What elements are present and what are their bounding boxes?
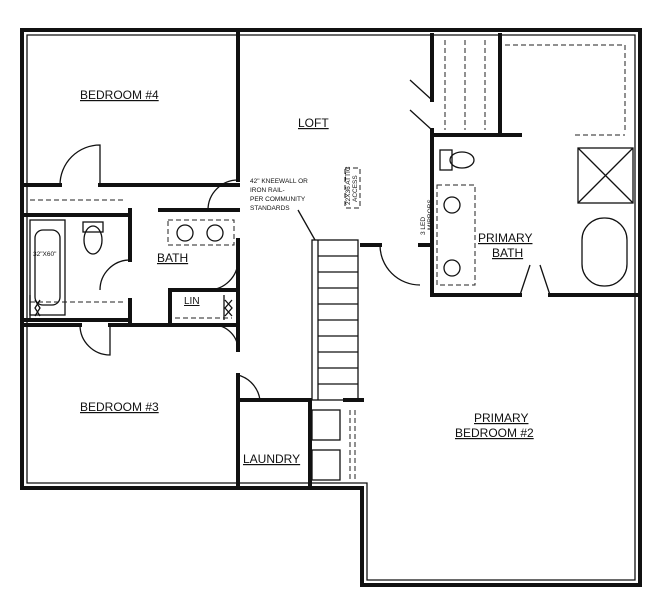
- dryer: [311, 449, 341, 481]
- label-bedroom-3: BEDROOM #3: [80, 400, 159, 414]
- kneewall-note-1: 42" KNEEWALL OR: [250, 178, 308, 185]
- kneewall-note-4: STANDARDS: [250, 205, 290, 212]
- label-loft: LOFT: [298, 116, 329, 130]
- label-primary-bath: PRIMARY: [478, 231, 532, 245]
- tub-size-note: 32"X60": [33, 251, 57, 258]
- doors: [59, 79, 551, 401]
- tub: [581, 217, 628, 287]
- toilet: [82, 221, 104, 233]
- attic-note-1: 22X36 ATTIC: [345, 166, 352, 205]
- shower: [577, 147, 634, 204]
- label-primary-bedroom-2: BEDROOM #2: [455, 426, 534, 440]
- label-bedroom-4: BEDROOM #4: [80, 88, 159, 102]
- kneewall-note-2: IRON RAIL-: [250, 187, 285, 194]
- mirrors-note-2: MIRRORS: [427, 199, 434, 230]
- label-bath: BATH: [157, 251, 188, 265]
- labels: BEDROOM #4 LOFT BEDROOM #3 BATH LIN LAUN…: [33, 88, 534, 466]
- attic-note-2: ACCESS: [352, 175, 359, 202]
- fixtures: [29, 40, 634, 481]
- label-primary-bath-2: BATH: [492, 246, 523, 260]
- vanity: [167, 219, 235, 246]
- mirrors-note-1: 3 LED: [420, 217, 427, 235]
- bathtub: [29, 219, 66, 316]
- label-laundry: LAUNDRY: [243, 452, 300, 466]
- label-primary-bedroom: PRIMARY: [474, 411, 528, 425]
- interior-walls: [20, 28, 642, 490]
- washer: [311, 409, 341, 441]
- attic-access: [344, 167, 361, 209]
- exterior-walls: [20, 28, 642, 587]
- label-linen: LIN: [184, 296, 200, 307]
- stairs: [297, 209, 359, 401]
- kneewall-note-3: PER COMMUNITY: [250, 196, 306, 203]
